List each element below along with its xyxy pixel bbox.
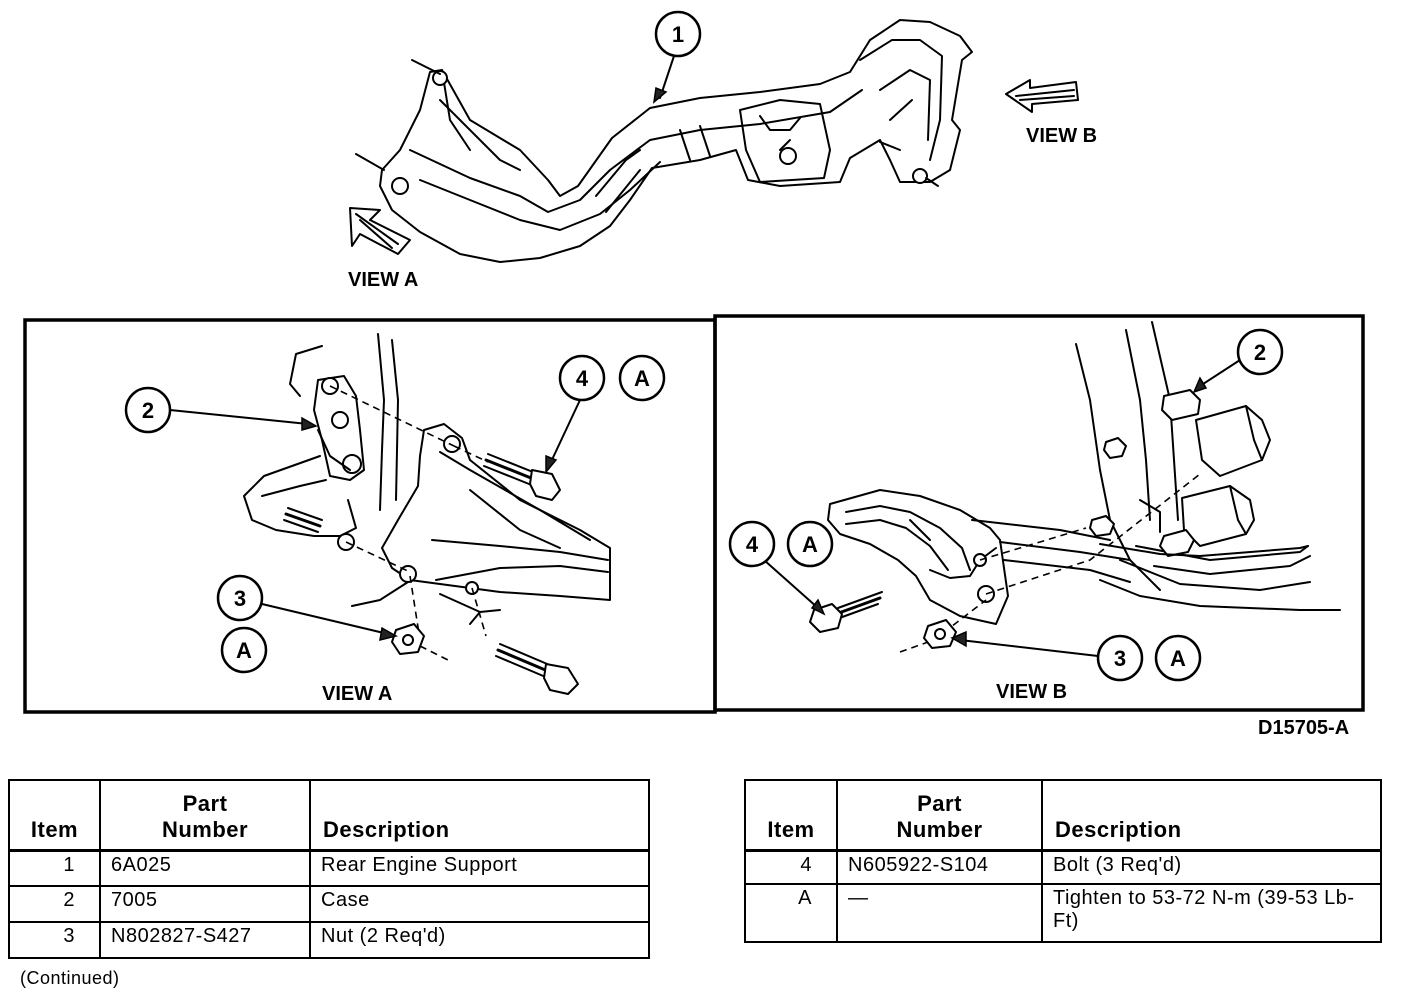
callout-2-view-a: 2 <box>124 386 172 434</box>
header-item: Item <box>744 779 838 851</box>
row-item: 3 <box>8 921 101 959</box>
callout-a-view-b-left: A <box>786 520 834 568</box>
header-part-line1: Part <box>182 790 228 816</box>
parts-table-right: Item Part Number Description 4 N605922-S… <box>744 779 1382 943</box>
view-b-panel <box>713 314 1365 712</box>
diagram-code: D15705-A <box>1258 717 1349 739</box>
svg-text:4: 4 <box>576 366 589 391</box>
view-b-detail <box>763 321 1341 657</box>
row-description: Nut (2 Req'd) <box>309 921 650 959</box>
table-row: A — Tighten to 53-72 N-m (39-53 Lb-Ft) <box>744 883 1382 943</box>
callout-a-view-a-top: A <box>618 354 666 402</box>
view-a-arrow-icon <box>349 207 411 255</box>
header-item: Item <box>8 779 101 851</box>
callout-3-view-a: 3 <box>216 574 264 622</box>
svg-text:A: A <box>802 532 818 557</box>
exploded-diagram: 1 VIEW A VIEW B <box>23 10 1365 739</box>
header-part-line2: Number <box>896 816 983 842</box>
svg-text:2: 2 <box>142 398 154 423</box>
svg-text:A: A <box>1170 646 1186 671</box>
row-description: Rear Engine Support <box>309 849 650 887</box>
callout-3-view-b: 3 <box>1096 634 1144 682</box>
view-b-arrow-icon <box>1005 79 1079 113</box>
view-a-label-panel: VIEW A <box>322 683 392 705</box>
header-part-line2: Number <box>161 816 249 842</box>
header-part-line1: Part <box>917 790 962 816</box>
row-item: 2 <box>8 885 101 923</box>
svg-text:A: A <box>236 638 252 663</box>
svg-text:2: 2 <box>1254 340 1266 365</box>
row-part: 6A025 <box>99 849 311 887</box>
callout-a-view-b-right: A <box>1154 634 1202 682</box>
table-row: 3 N802827-S427 Nut (2 Req'd) <box>8 921 650 959</box>
row-description: Tighten to 53-72 N-m (39-53 Lb-Ft) <box>1041 883 1382 943</box>
svg-text:3: 3 <box>1114 646 1126 671</box>
callout-4-view-b: 4 <box>728 520 776 568</box>
row-part: N802827-S427 <box>99 921 311 959</box>
row-item: A <box>744 883 838 943</box>
header-description: Description <box>309 779 650 851</box>
svg-text:A: A <box>634 366 650 391</box>
header-part-number: Part Number <box>99 779 311 851</box>
header-part-number: Part Number <box>836 779 1043 851</box>
callout-2-view-b: 2 <box>1236 328 1284 376</box>
callout-1-top: 1 <box>652 10 702 104</box>
row-item: 4 <box>744 849 838 885</box>
svg-text:3: 3 <box>234 586 246 611</box>
view-b-label-panel: VIEW B <box>996 681 1067 703</box>
svg-text:1: 1 <box>672 22 684 47</box>
svg-text:4: 4 <box>746 532 759 557</box>
callout-4-view-a: 4 <box>558 354 606 402</box>
view-a-label-top: VIEW A <box>348 269 418 291</box>
table-row: 1 6A025 Rear Engine Support <box>8 849 650 887</box>
view-a-panel <box>23 318 717 714</box>
callout-a-view-a-bottom: A <box>220 626 268 674</box>
parts-table-left: Item Part Number Description 1 6A025 Rea… <box>8 779 650 959</box>
row-description: Bolt (3 Req'd) <box>1041 849 1382 885</box>
view-a-detail <box>169 333 611 695</box>
table-row: 4 N605922-S104 Bolt (3 Req'd) <box>744 849 1382 885</box>
continued-note: (Continued) <box>20 968 120 988</box>
row-item: 1 <box>8 849 101 887</box>
rear-engine-support-illustration <box>355 19 973 263</box>
header-description: Description <box>1041 779 1382 851</box>
row-part: 7005 <box>99 885 311 923</box>
table-row: 2 7005 Case <box>8 885 650 923</box>
row-description: Case <box>309 885 650 923</box>
view-b-label-top: VIEW B <box>1026 125 1097 147</box>
row-part: N605922-S104 <box>836 849 1043 885</box>
row-part: — <box>836 883 1043 943</box>
